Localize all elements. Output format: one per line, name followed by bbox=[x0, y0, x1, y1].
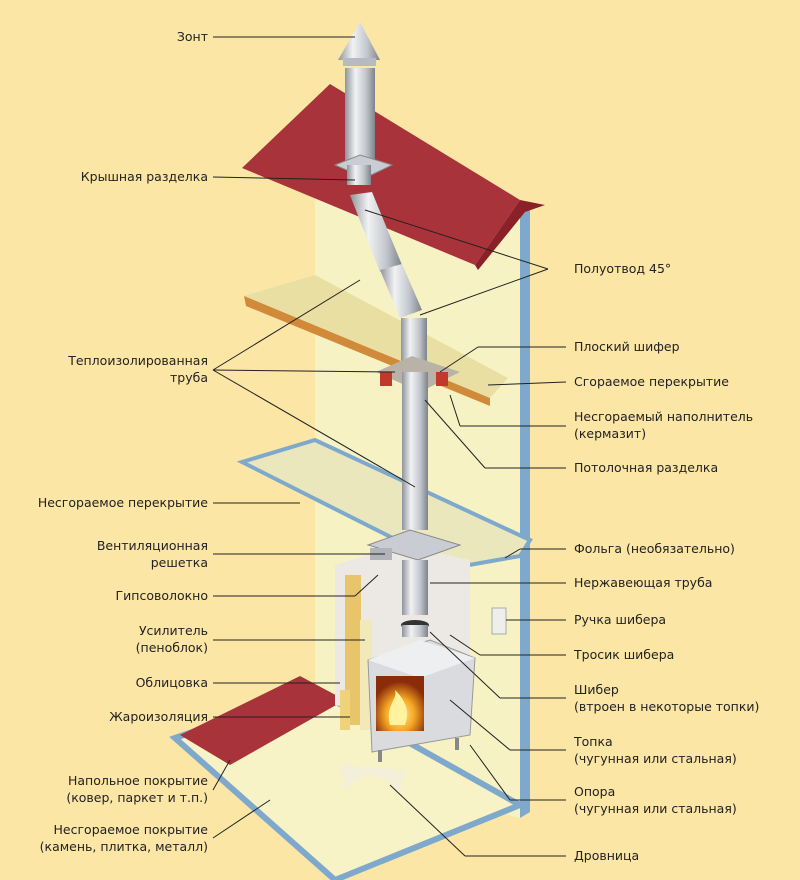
label-noncomb-floor: Несгораемое перекрытие bbox=[37, 495, 208, 510]
label-firebox: Топка(чугунная или стальная) bbox=[574, 734, 737, 766]
vent-grille bbox=[366, 529, 462, 561]
label-roof-cut: Крышная разделка bbox=[80, 169, 208, 184]
right-wall bbox=[520, 205, 530, 818]
label-woodshed: Дровница bbox=[574, 848, 640, 863]
chimney-pipe bbox=[333, 22, 462, 637]
label-cladding: Облицовка bbox=[135, 675, 208, 690]
label-flat-slate: Плоский шифер bbox=[574, 339, 680, 354]
label-reinforcer: Усилитель(пеноблок) bbox=[135, 623, 208, 655]
label-damper-handle: Ручка шибера bbox=[574, 612, 667, 627]
label-stainless-pipe: Нержавеющая труба bbox=[574, 575, 713, 590]
damper-handle-box bbox=[491, 607, 507, 635]
label-zont: Зонт bbox=[176, 29, 208, 44]
label-half-bend: Полуотвод 45° bbox=[574, 261, 672, 276]
woodshed-arch bbox=[340, 765, 405, 795]
roof bbox=[242, 84, 545, 270]
label-heat-insulation: Жароизоляция bbox=[109, 709, 208, 724]
label-gypsum-fiber: Гипсоволокно bbox=[115, 588, 208, 603]
label-foil: Фольга (необязательно) bbox=[574, 541, 735, 556]
stove-niche bbox=[335, 545, 507, 795]
label-floor-cover: Напольное покрытие(ковер, паркет и т.п.) bbox=[66, 773, 208, 805]
floor-cover bbox=[180, 676, 345, 765]
umbrella bbox=[338, 22, 380, 60]
label-combustible-floor: Сгораемое перекрытие bbox=[574, 374, 729, 389]
label-ceiling-cut: Потолочная разделка bbox=[574, 460, 719, 475]
label-noncomb-filler: Несгораемый наполнитель(кермазит) bbox=[574, 409, 754, 441]
label-noncomb-cover: Несгораемое покрытие(камень, плитка, мет… bbox=[39, 822, 208, 854]
label-damper-cable: Тросик шибера bbox=[574, 647, 675, 662]
leader-lines bbox=[212, 36, 567, 857]
label-damper: Шибер(втроен в некоторые топки) bbox=[574, 682, 760, 714]
label-support: Опора(чугунная или стальная) bbox=[574, 784, 737, 816]
